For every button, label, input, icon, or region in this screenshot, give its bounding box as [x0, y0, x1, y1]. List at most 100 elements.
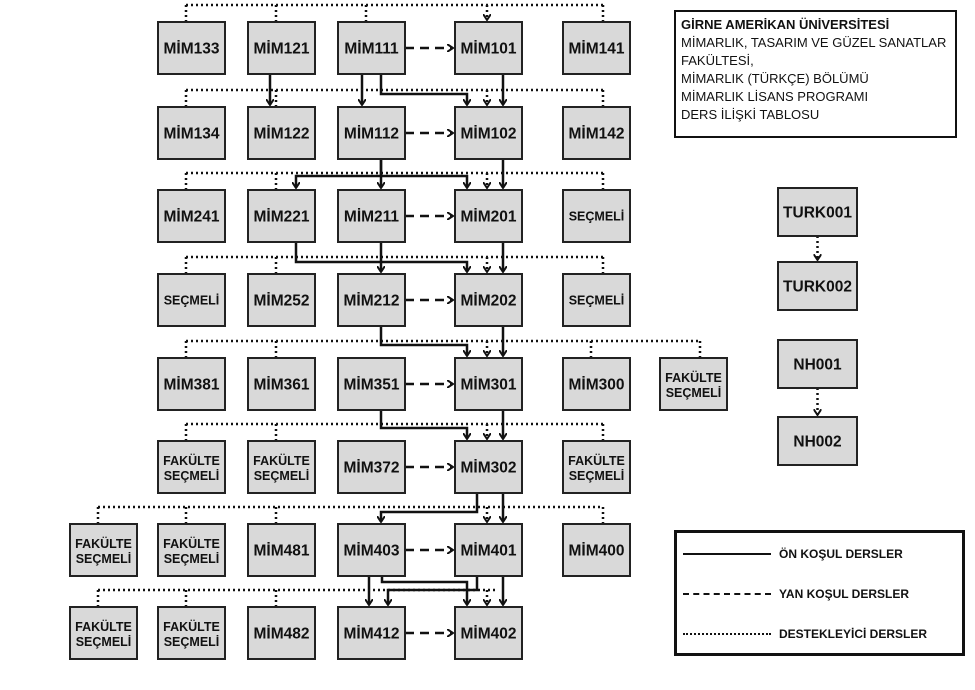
course-box-mim221: MİM221 [247, 189, 316, 243]
course-box-rect [247, 606, 316, 660]
course-label: FAKÜLTE [163, 453, 220, 468]
legend-prerequisite: ÖN KOŞUL DERSLER [683, 544, 903, 564]
solid-line-icon [683, 553, 771, 555]
course-box-mim402: MİM402 [454, 606, 523, 660]
course-box-mim134: MİM134 [157, 106, 226, 160]
table-title: DERS İLİŞKİ TABLOSU [681, 107, 820, 122]
course-box-rect [247, 440, 316, 494]
course-box-mim400: MİM400 [562, 523, 631, 577]
course-box-rect [337, 440, 406, 494]
title-box: GİRNE AMERİKAN ÜNİVERSİTESİ MİMARLIK, TA… [674, 10, 957, 138]
course-box-mim101: MİM101 [454, 21, 523, 75]
course-box-rect [454, 357, 523, 411]
course-box-sec2a: SEÇMELİ [562, 189, 631, 243]
course-label: FAKÜLTE [75, 619, 132, 634]
course-box-rect [157, 273, 226, 327]
prerequisite-arrow-mim111-to-mim102 [379, 74, 467, 105]
course-box-rect [454, 440, 523, 494]
course-box-mim301: MİM301 [454, 357, 523, 411]
course-label: MİM101 [461, 41, 517, 58]
course-label: SEÇMELİ [666, 385, 722, 400]
course-label: FAKÜLTE [75, 536, 132, 551]
course-label: MİM482 [254, 626, 310, 643]
dotted-line-icon [683, 633, 771, 635]
course-box-rect [454, 523, 523, 577]
course-box-rect [454, 189, 523, 243]
course-box-sec3b: SEÇMELİ [562, 273, 631, 327]
course-box-rect [157, 106, 226, 160]
course-label: MİM481 [254, 543, 310, 560]
course-box-mim241: MİM241 [157, 189, 226, 243]
faculty-name-cont: FAKÜLTESİ, [681, 53, 754, 68]
course-label: FAKÜLTE [253, 453, 310, 468]
course-box-nh002: NH002 [777, 416, 858, 466]
course-label: SEÇMELİ [569, 293, 625, 308]
course-label: FAKÜLTE [665, 370, 722, 385]
course-label: MİM300 [569, 377, 625, 394]
course-box-rect [562, 21, 631, 75]
course-label: SEÇMELİ [569, 468, 625, 483]
legend-corequisite: YAN KOŞUL DERSLER [683, 584, 909, 604]
course-box-rect [157, 189, 226, 243]
prerequisite-arrow-mim403-to-mim402 [380, 576, 467, 605]
course-label: MİM252 [254, 293, 310, 310]
course-box-rect [157, 606, 226, 660]
legend-supporting: DESTEKLEYİCİ DERSLER [683, 624, 927, 644]
course-box-rect [337, 106, 406, 160]
course-box-mim300: MİM300 [562, 357, 631, 411]
course-box-rect [157, 523, 226, 577]
course-box-mim351: MİM351 [337, 357, 406, 411]
course-box-rect [337, 606, 406, 660]
course-label: MİM403 [344, 543, 400, 560]
course-box-nh001: NH001 [777, 339, 858, 389]
course-box-rect [337, 357, 406, 411]
course-label: SEÇMELİ [164, 468, 220, 483]
prerequisite-arrow-mim302-to-mim403 [381, 493, 479, 522]
course-label: MİM112 [344, 126, 399, 143]
course-box-mim372: MİM372 [337, 440, 406, 494]
course-box-mim142: MİM142 [562, 106, 631, 160]
course-box-mim122: MİM122 [247, 106, 316, 160]
course-label: FAKÜLTE [163, 619, 220, 634]
course-label: MİM221 [254, 209, 310, 226]
course-box-mim401: MİM401 [454, 523, 523, 577]
course-label: MİM381 [164, 377, 220, 394]
course-box-mim121: MİM121 [247, 21, 316, 75]
course-label: MİM401 [461, 543, 517, 560]
course-label: MİM121 [254, 41, 310, 58]
course-label: MİM201 [461, 209, 517, 226]
legend: ÖN KOŞUL DERSLER YAN KOŞUL DERSLER DESTE… [674, 530, 965, 656]
course-label: MİM142 [569, 126, 625, 143]
course-box-rect [157, 21, 226, 75]
course-box-rect [247, 357, 316, 411]
prerequisite-arrow-mim112-to-mim201 [381, 174, 467, 188]
course-box-rect [562, 523, 631, 577]
course-box-rect [562, 273, 631, 327]
course-box-rect [454, 106, 523, 160]
course-label: MİM122 [254, 126, 310, 143]
course-label: FAKÜLTE [568, 453, 625, 468]
course-box-mim111: MİM111 [337, 21, 406, 75]
course-box-mim201: MİM201 [454, 189, 523, 243]
course-box-mim112: MİM112 [337, 106, 406, 160]
course-box-turk002: TURK002 [777, 261, 858, 311]
course-box-turk001: TURK001 [777, 187, 858, 237]
course-box-rect [337, 189, 406, 243]
course-label: MİM361 [254, 377, 310, 394]
course-label: MİM102 [461, 126, 517, 143]
course-box-rect [454, 21, 523, 75]
prerequisite-arrow-mim212-to-mim301 [379, 326, 467, 356]
course-box-mim141: MİM141 [562, 21, 631, 75]
course-label: NH002 [793, 434, 841, 451]
course-box-sec3a: SEÇMELİ [157, 273, 226, 327]
course-label: SEÇMELİ [76, 551, 132, 566]
course-box-mim212: MİM212 [337, 273, 406, 327]
course-label: MİM241 [164, 209, 220, 226]
course-label: MİM134 [164, 126, 220, 143]
